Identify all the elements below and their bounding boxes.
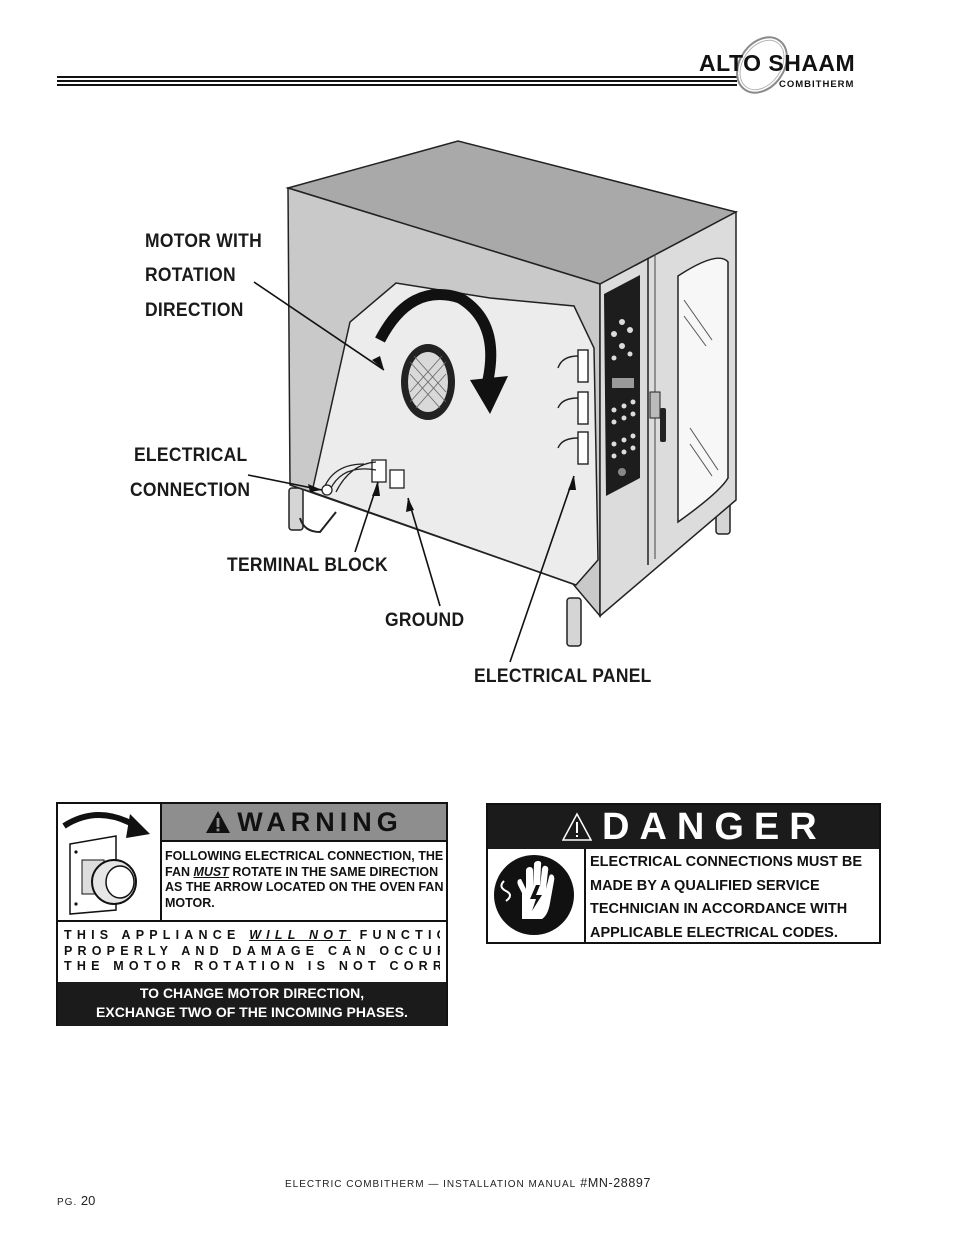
header-rule [57, 76, 737, 90]
warning-title: WARNING [237, 806, 403, 837]
rotation-arrow-icon [375, 289, 497, 382]
warning-notice: THIS APPLIANCE WILL NOT FUNCTION PROPERL… [58, 920, 446, 982]
warning-instruction-line2: EXCHANGE TWO OF THE INCOMING PHASES. [96, 1004, 408, 1020]
fan-motor [401, 344, 455, 420]
page-prefix: PG. [57, 1197, 78, 1208]
brand-subtitle: COMBITHERM [779, 79, 855, 90]
warning-notice-line1: THIS APPLIANCE WILL NOT FUNCTION [64, 928, 440, 942]
warning-triangle-icon [206, 811, 231, 833]
control-panel-buttons [611, 319, 636, 476]
door-window [677, 257, 729, 524]
footer-manual-name: ELECTRIC COMBITHERM — INSTALLATION MANUA… [285, 1179, 577, 1190]
warning-header: WARNING [162, 804, 446, 842]
brand-name: ALTO SHAAM [699, 50, 856, 76]
label-electrical-panel: ELECTRICAL PANEL [474, 666, 652, 687]
brand-logo: ALTO SHAAM COMBITHERM [695, 30, 885, 100]
panel-connectors [557, 349, 589, 465]
fan-rotation-icon [62, 812, 150, 915]
warning-message: FOLLOWING ELECTRICAL CONNECTION, THE FAN… [165, 849, 447, 911]
warning-instruction-line1: TO CHANGE MOTOR DIRECTION, [139, 985, 365, 1001]
logo-swoosh-icon [736, 36, 788, 94]
page-number-value: 20 [80, 1193, 96, 1208]
danger-message: ELECTRICAL CONNECTIONS MUST BE MADE BY A… [590, 854, 863, 941]
warning-notice-line3: THE MOTOR ROTATION IS NOT CORRECT. [64, 959, 440, 973]
fan-rotation-icon-cell [58, 804, 162, 920]
cabinet-interior [311, 282, 599, 586]
label-ground: GROUND [385, 610, 465, 631]
danger-triangle-icon [562, 812, 592, 841]
oven-diagram [247, 140, 739, 663]
danger-header: DANGER [488, 805, 879, 849]
label-motor-rotation-3: DIRECTION [145, 300, 244, 321]
label-motor-rotation-2: ROTATION [145, 265, 236, 286]
page-number: PG. 20 [57, 1193, 95, 1208]
label-terminal-block: TERMINAL BLOCK [227, 555, 388, 576]
warning-notice-line2: PROPERLY AND DAMAGE CAN OCCUR IF [64, 943, 440, 958]
warning-box: WARNING FOLLOWING ELECTRICAL CONNECTION,… [56, 802, 448, 1026]
warning-message-must: MUST [193, 864, 229, 879]
electric-shock-hand-icon [494, 855, 574, 935]
footer-manual-number: #MN-28897 [580, 1176, 652, 1190]
danger-icon-cell [488, 849, 586, 942]
warning-instruction: TO CHANGE MOTOR DIRECTION, EXCHANGE TWO … [58, 982, 446, 1026]
danger-box: DANGER ELECTRICAL CONNECTIONS MUST BE MA… [486, 803, 881, 944]
label-electrical-connection-2: CONNECTION [130, 480, 251, 501]
danger-title: DANGER [602, 805, 827, 848]
warning-message-part2: ROTATE IN THE SAME DIRECTION AS THE ARRO… [165, 864, 444, 910]
footer-manual-title: ELECTRIC COMBITHERM — INSTALLATION MANUA… [285, 1176, 651, 1190]
label-electrical-connection-1: ELECTRICAL [134, 445, 248, 466]
label-motor-rotation-1: MOTOR WITH [145, 231, 263, 252]
warning-message-part1: FOLLOWING ELECTRICAL CONNECTION, THE FAN [165, 849, 444, 879]
